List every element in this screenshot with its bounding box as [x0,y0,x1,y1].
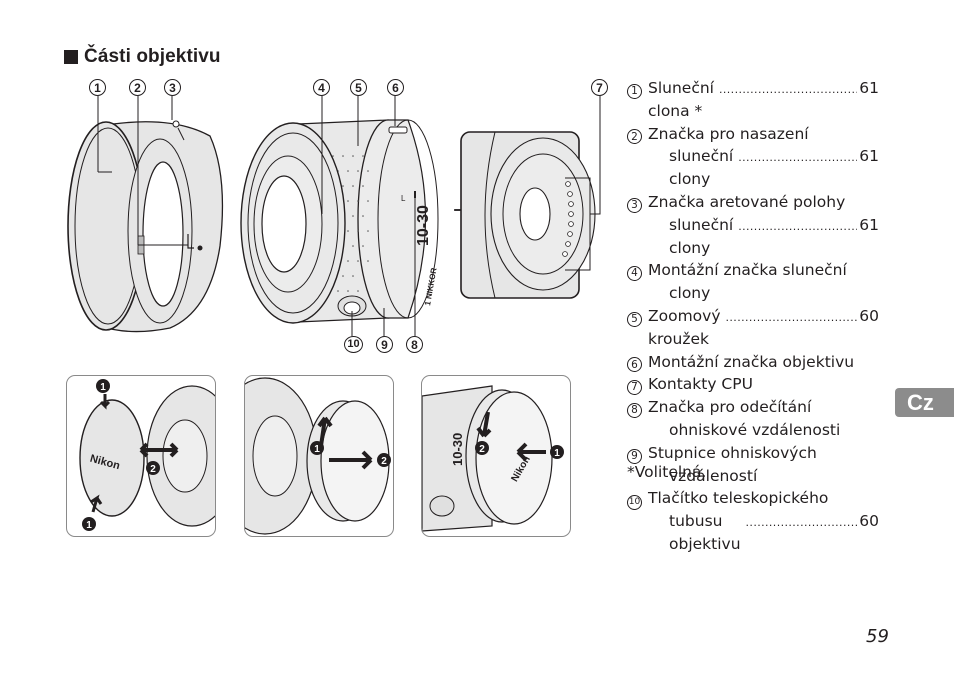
item-label: Montážní značka objektivu [648,352,855,371]
callout-7: 7 [591,79,608,96]
item-label: sluneční clony [669,147,734,189]
lens-brand-label: 1 NIKKOR [423,267,439,306]
callout-10: 10 [344,336,363,353]
page-reference: 60 [859,306,879,325]
callout-1: 1 [89,79,106,96]
callout-9: 9 [376,336,393,353]
callout-4: 4 [313,79,330,96]
item-number-badge: 9 [627,448,642,464]
front-cap-illustration: Nikon 1 1 2 [79,379,215,531]
item-label: Tlačítko teleskopického [648,489,829,508]
parts-list-item: 1 Sluneční clona * 61 [627,77,879,123]
section-bullet-icon [64,50,78,64]
callout-6: 6 [387,79,404,96]
lens-illustration: 10-30 1 NIKKOR L [240,96,463,336]
item-label: Značka pro odečítání [648,398,812,417]
parts-list-item: 10 Tlačítko teleskopického [627,487,879,511]
item-number-badge: 10 [627,495,642,511]
step-marker-2: 2 [381,456,387,467]
parts-list-item-continuation: vzdáleností [627,465,879,488]
item-number-badge: 7 [627,380,642,396]
rear-cap-panel: 1 2 [244,375,394,537]
parts-list-item: 6 Montážní značka objektivu [627,351,879,374]
page-reference: 61 [859,215,879,234]
parts-list-item: 9 Stupnice ohniskových [627,442,879,465]
item-label: vzdáleností [669,466,758,485]
item-number-badge: 4 [627,266,642,282]
page-reference: 61 [859,147,879,166]
item-label: Značka aretované polohy [648,192,846,211]
dot-leader [738,147,857,170]
callout-8: 8 [406,336,423,353]
parts-list-item: 5 Zoomový kroužek 60 [627,305,879,351]
parts-list-item: 7 Kontakty CPU [627,373,879,396]
parts-list-item: 8 Značka pro odečítání [627,396,879,419]
rear-cap-illustration: 1 2 [245,377,391,535]
page-reference: 60 [859,512,879,531]
item-number-badge: 2 [627,129,642,145]
item-number-badge: 8 [627,403,642,419]
parts-list: 1 Sluneční clona * 61 2 Značka pro nasazení s… [627,77,879,556]
parts-list-item: 2 Značka pro nasazení [627,123,879,146]
lens-hood-illustration [67,96,224,333]
dot-leader [738,216,857,239]
footnote: *Volitelná. [627,463,707,481]
callout-3: 3 [164,79,181,96]
callout-5: 5 [350,79,367,96]
step-marker-2: 2 [150,464,156,475]
parts-list-item: 3 Značka aretované polohy [627,191,879,214]
zoom-scale-L: L [401,194,406,203]
section-title: Části objektivu [64,46,221,68]
parts-list-item-continuation: ohniskové vzdálenosti [627,419,879,442]
rear-cap-attach-panel: 10-30 Nikon 2 1 [421,375,571,537]
parts-list-item-continuation: tubusu objektivu 60 [627,510,879,556]
item-label: Sluneční clona * [648,79,714,120]
attach-lens-focal: 10-30 [450,433,465,466]
step-marker-1b: 1 [86,520,92,531]
dot-leader [726,307,858,330]
item-label: Kontakty CPU [648,375,753,394]
item-label: ohniskové vzdálenosti [669,420,841,439]
step-marker-1: 1 [314,444,320,455]
lens-focal-label: 10-30 [415,205,432,246]
callout-2: 2 [129,79,146,96]
item-label: clony [669,284,711,303]
item-label: Značka pro nasazení [648,124,809,143]
page-reference: 61 [859,79,879,97]
item-label: sluneční clony [669,215,734,257]
page-number: 59 [866,626,889,647]
item-number-badge: 1 [627,83,642,99]
parts-list-item-continuation: clony [627,282,879,305]
language-tab: Cz [895,388,954,417]
section-title-text: Části objektivu [84,46,221,67]
item-label: Stupnice ohniskových [648,443,817,462]
item-number-badge: 5 [627,311,642,327]
parts-list-item-continuation: sluneční clony 61 [627,145,879,191]
item-label: tubusu objektivu [669,512,741,553]
item-label: Zoomový kroužek [648,306,721,348]
step-marker-1a: 1 [100,382,106,393]
step-marker-1: 1 [554,448,560,459]
item-label: Montážní značka sluneční [648,261,847,280]
lens-mount-illustration [455,96,601,299]
parts-list-item: 4 Montážní značka sluneční [627,259,879,282]
item-number-badge: 6 [627,357,642,373]
dot-leader [719,79,857,102]
front-cap-panel: Nikon 1 1 2 [66,375,216,537]
step-marker-2: 2 [479,444,485,455]
dot-leader [746,512,858,535]
rear-cap-attach-illustration: 10-30 Nikon 2 1 [422,385,564,532]
parts-list-item-continuation: sluneční clony 61 [627,214,879,260]
item-number-badge: 3 [627,197,642,213]
